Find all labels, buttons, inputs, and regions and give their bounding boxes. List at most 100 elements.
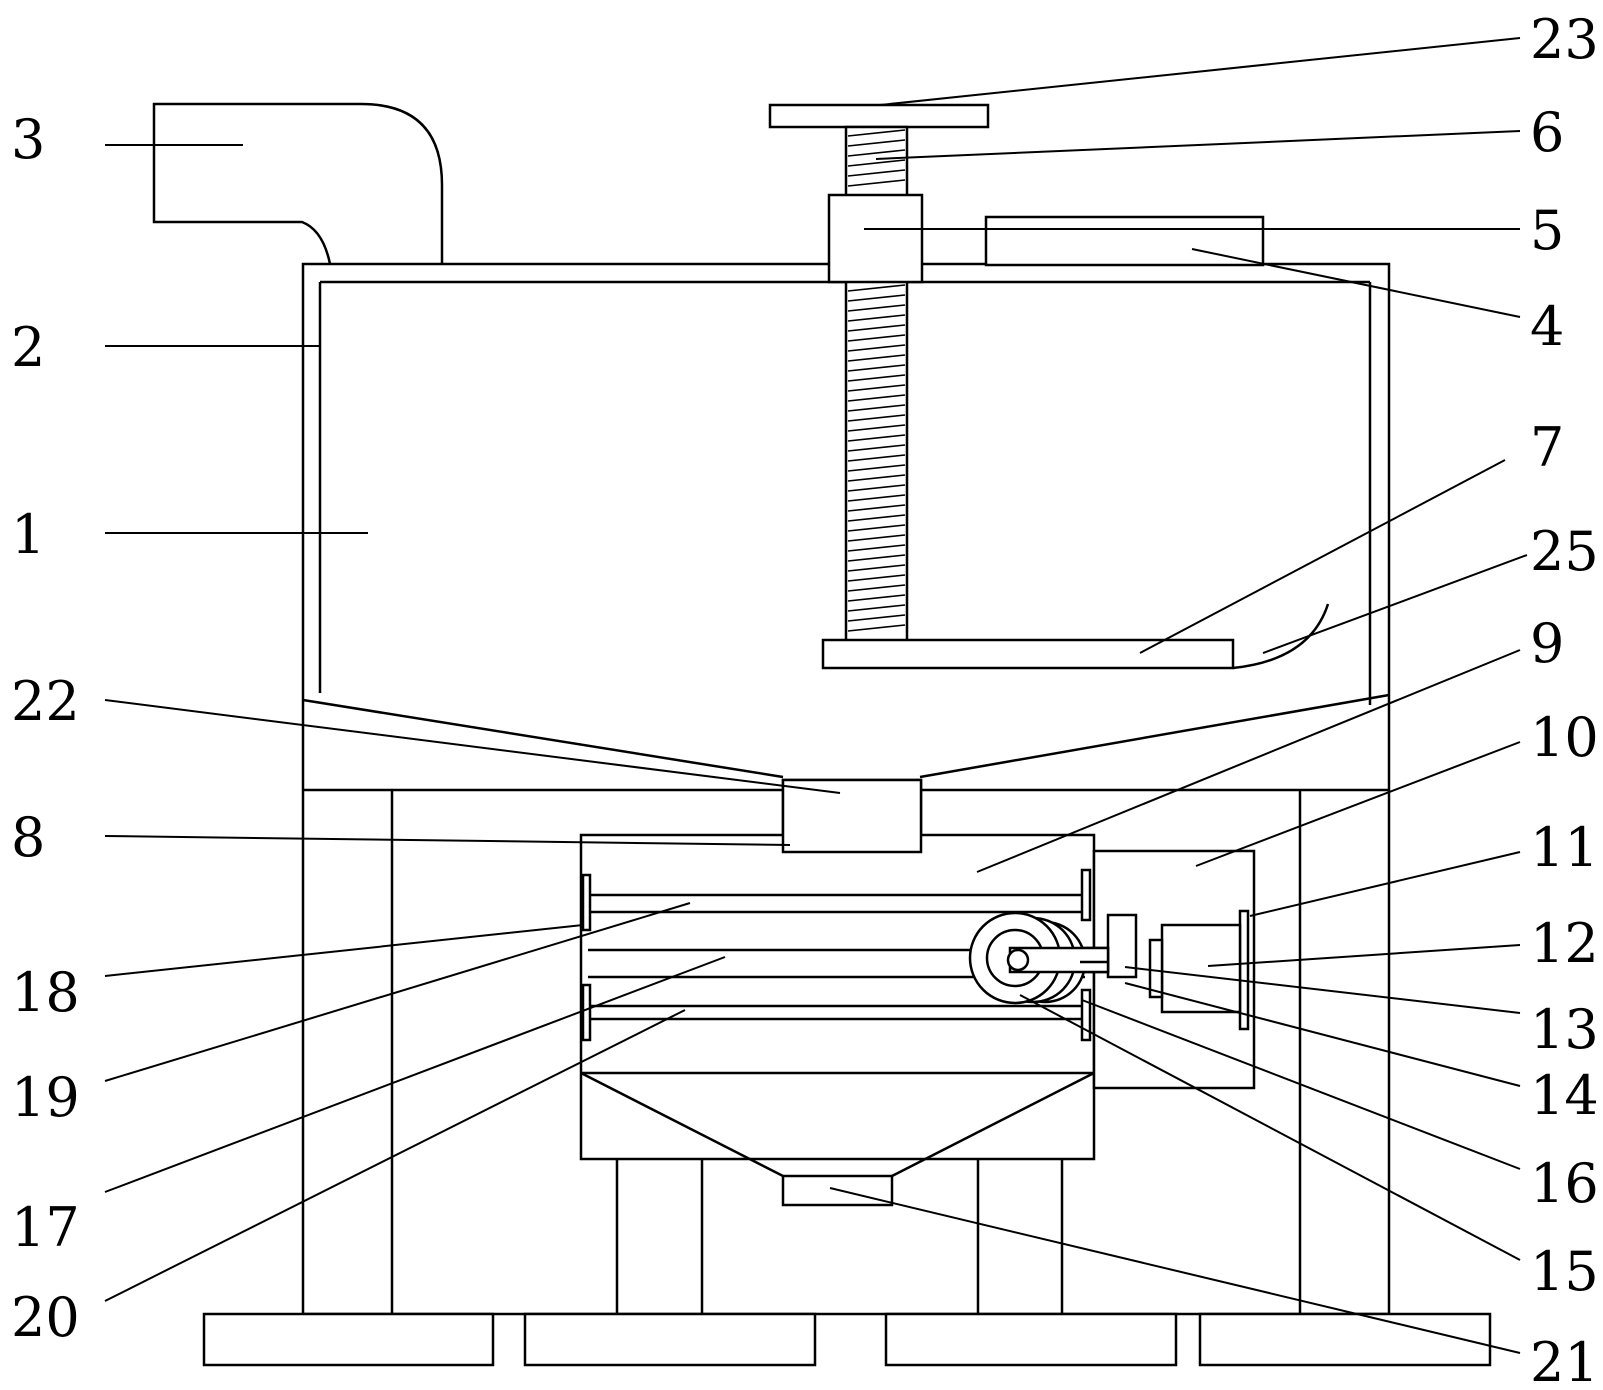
label-10: 10 [1530, 706, 1599, 769]
thread-line [847, 334, 906, 342]
thread-line [847, 624, 906, 632]
thread-line [847, 614, 906, 622]
screw-threads [847, 129, 906, 632]
label-6: 6 [1530, 101, 1564, 164]
leader-21 [829, 1187, 1521, 1354]
thread-line [847, 534, 906, 542]
thread-line [847, 554, 906, 562]
thread-line [847, 514, 906, 522]
leader-20 [104, 1009, 686, 1302]
clip-left-top [581, 873, 592, 932]
thread-line [847, 324, 906, 332]
thread-line [847, 149, 906, 157]
label-9: 9 [1530, 612, 1564, 675]
motor-body [1160, 923, 1242, 1014]
label-2: 2 [11, 316, 45, 379]
valve-outlet [781, 778, 923, 854]
leader-13 [1124, 966, 1521, 1014]
label-8: 8 [11, 806, 45, 869]
hopper-slope-left [302, 698, 784, 779]
thread-line [847, 594, 906, 602]
label-11: 11 [1530, 816, 1599, 879]
leader-15 [1019, 994, 1521, 1261]
thread-line [847, 394, 906, 402]
leader-19 [104, 902, 691, 1082]
coupling [1106, 913, 1138, 979]
thread-line [847, 414, 906, 422]
label-4: 4 [1530, 295, 1564, 358]
foot-4 [1198, 1312, 1492, 1367]
thread-line [847, 404, 906, 412]
thread-line [847, 294, 906, 302]
label-15: 15 [1530, 1240, 1599, 1303]
screw-assembly [768, 103, 1330, 670]
leader-12 [1207, 944, 1521, 967]
label-25: 25 [1530, 520, 1599, 583]
thread-line [847, 364, 906, 372]
thread-line [847, 524, 906, 532]
label-20: 20 [11, 1286, 80, 1349]
cover-plate [984, 215, 1265, 267]
supports [202, 1159, 1492, 1367]
thread-line [847, 139, 906, 147]
motor-flange [1148, 938, 1164, 999]
thread-line [847, 344, 906, 352]
thread-line [847, 544, 906, 552]
thread-line [847, 384, 906, 392]
clip-right-bottom [1080, 988, 1092, 1042]
leader-6 [875, 130, 1521, 160]
label-18: 18 [11, 961, 80, 1024]
leader-4 [1191, 248, 1521, 318]
thread-line [847, 424, 906, 432]
thread-line [847, 584, 906, 592]
label-19: 19 [11, 1066, 80, 1129]
leader-23 [879, 37, 1521, 106]
thread-line [847, 604, 906, 612]
thread-line [847, 159, 906, 167]
thread-line [847, 494, 906, 502]
shaft-pin [1006, 948, 1030, 972]
funnel-left [580, 1071, 784, 1178]
thread-line [847, 434, 906, 442]
thread-line [847, 169, 906, 177]
label-14: 14 [1530, 1064, 1599, 1127]
label-22: 22 [11, 670, 80, 733]
foot-3 [884, 1312, 1178, 1367]
foot-1 [202, 1312, 495, 1367]
press-plate [821, 638, 1235, 670]
label-23: 23 [1530, 8, 1599, 71]
leader-9 [976, 649, 1521, 873]
scraper-blade [1232, 603, 1330, 670]
thread-line [847, 129, 906, 137]
label-3: 3 [11, 108, 45, 171]
part-numbers: 3 2 1 22 8 18 19 17 20 23 6 5 4 7 25 9 1… [11, 8, 1599, 1390]
leader-8 [104, 835, 791, 846]
label-5: 5 [1530, 199, 1564, 262]
clip-right-top [1080, 868, 1092, 922]
funnel-right [891, 1071, 1095, 1178]
leader-lines [104, 37, 1528, 1354]
thread-line [847, 354, 906, 362]
screw-nut [827, 193, 924, 284]
thread-line [847, 444, 906, 452]
label-13: 13 [1530, 998, 1599, 1061]
thread-line [847, 504, 906, 512]
thread-line [847, 564, 906, 572]
leader-14 [1124, 982, 1521, 1087]
label-12: 12 [1530, 912, 1599, 975]
thread-line [847, 374, 906, 382]
label-1: 1 [11, 503, 45, 566]
thread-line [847, 464, 906, 472]
thread-line [847, 484, 906, 492]
hopper-slope-right [919, 693, 1390, 779]
label-7: 7 [1530, 416, 1564, 479]
thread-line [847, 474, 906, 482]
clip-left-bottom [581, 983, 592, 1042]
label-17: 17 [11, 1196, 80, 1259]
label-16: 16 [1530, 1152, 1599, 1215]
inlet-pipe [152, 102, 444, 265]
leader-17 [104, 956, 726, 1193]
thread-line [847, 284, 906, 292]
leader-10 [1195, 741, 1521, 867]
thread-line [847, 314, 906, 322]
